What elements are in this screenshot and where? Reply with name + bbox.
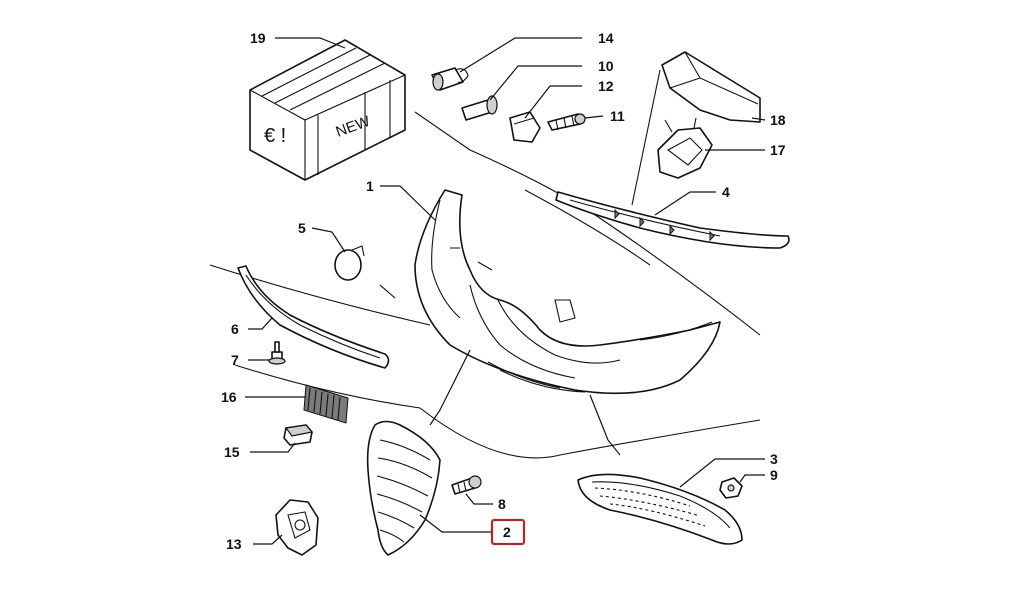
parts-box-part-19: € ! NEW	[249, 39, 406, 181]
label-2: 2	[503, 524, 511, 540]
label-1: 1	[366, 178, 374, 194]
screw-part-11	[547, 113, 586, 131]
block-part-15	[283, 424, 314, 446]
trim-strip-part-4	[555, 191, 790, 249]
label-15: 15	[224, 444, 240, 460]
filter-part-16	[303, 384, 349, 424]
part-labels: 19 14 10 12 11 18 17 4 1 5 6 7 16 15 8 1…	[221, 30, 786, 552]
highlight-box-part-2	[491, 519, 525, 545]
grille-bracket-part-17	[657, 117, 713, 179]
label-4: 4	[722, 184, 730, 200]
label-7: 7	[231, 352, 239, 368]
label-13: 13	[226, 536, 242, 552]
screw-part-8	[451, 475, 482, 495]
bracket-part-18	[661, 51, 761, 123]
label-6: 6	[231, 321, 239, 337]
label-5: 5	[298, 220, 306, 236]
nut-clip-part-12	[509, 111, 541, 143]
label-9: 9	[770, 467, 778, 483]
label-17: 17	[770, 142, 786, 158]
cap-part-5	[334, 245, 365, 281]
label-16: 16	[221, 389, 237, 405]
label-12: 12	[598, 78, 614, 94]
push-pin-part-10	[461, 95, 498, 121]
leader-lines	[245, 37, 766, 545]
label-3: 3	[770, 451, 778, 467]
nut-part-9	[719, 477, 743, 499]
fog-grille-part-3	[577, 473, 743, 545]
front-bumper-part-1	[414, 189, 721, 395]
label-14: 14	[598, 30, 614, 46]
label-18: 18	[770, 112, 786, 128]
stud-part-7	[268, 341, 286, 365]
box-euro-mark: € !	[264, 125, 286, 147]
clip-part-14	[431, 67, 469, 91]
label-19: 19	[250, 30, 266, 46]
mount-bracket-part-13	[275, 499, 319, 556]
car-body-outline	[209, 69, 761, 459]
lower-strip-part-6	[237, 265, 390, 369]
label-11: 11	[610, 108, 625, 124]
label-10: 10	[598, 58, 614, 74]
label-8: 8	[498, 496, 506, 512]
side-grille-part-2	[366, 420, 441, 556]
